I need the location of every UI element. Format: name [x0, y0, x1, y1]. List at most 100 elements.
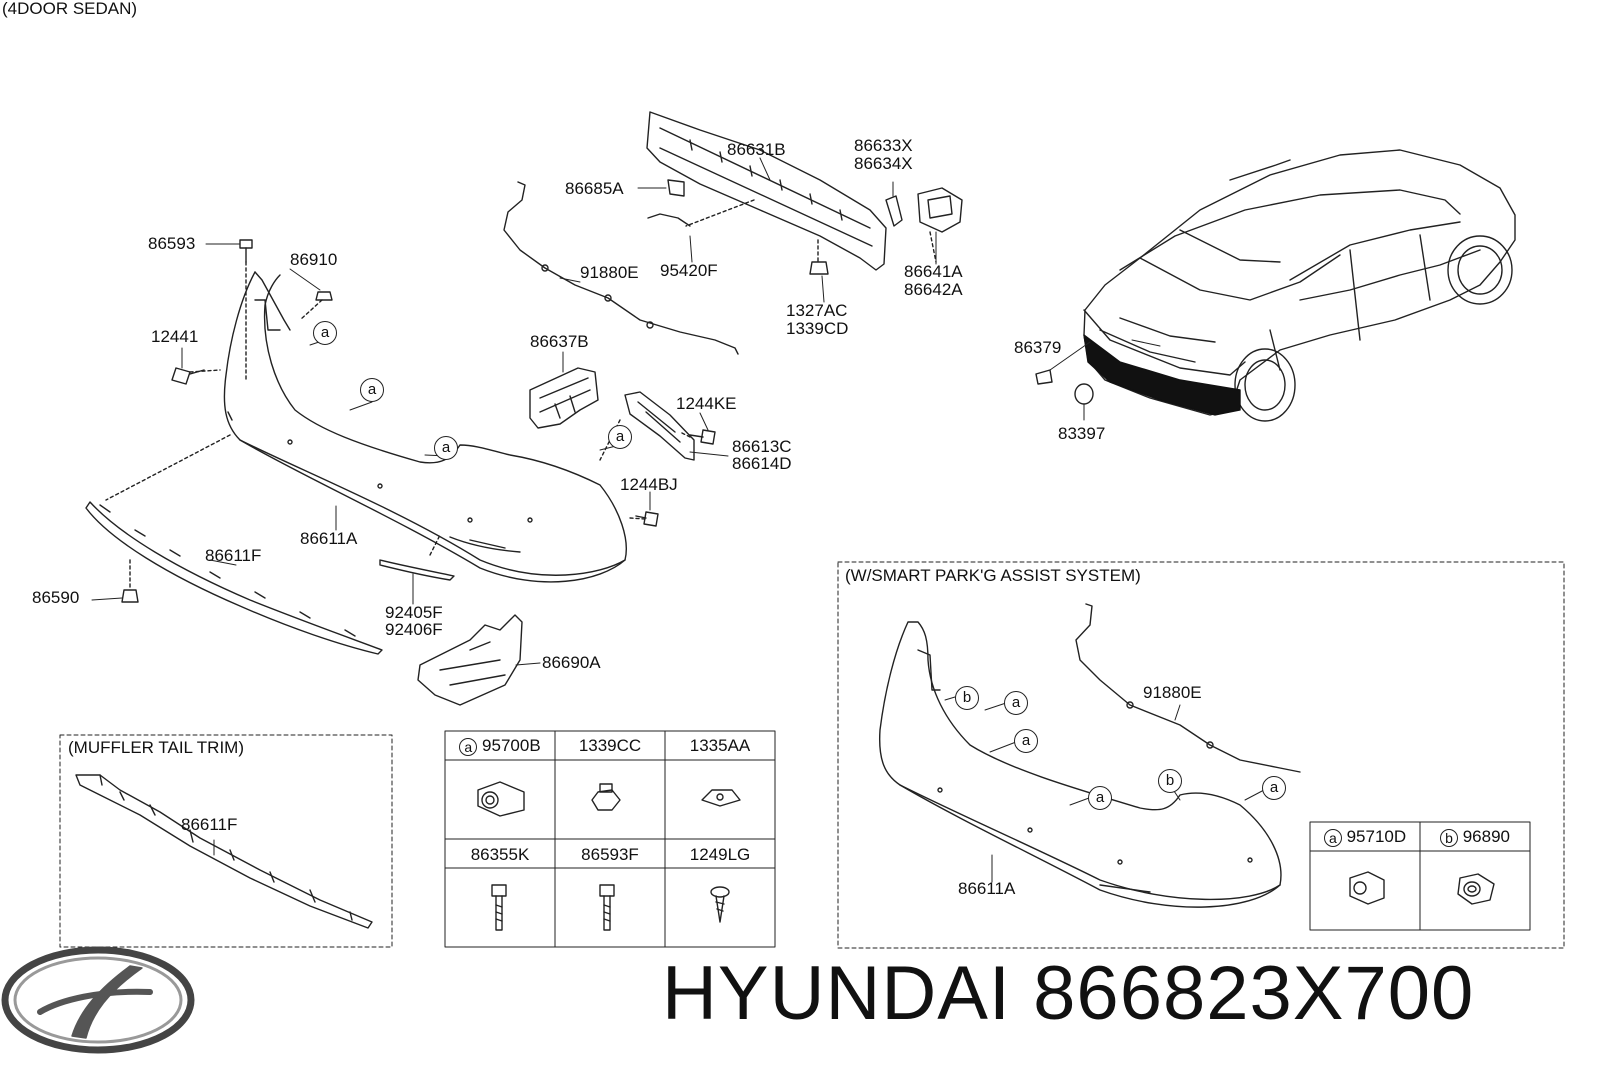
sensor-table-grid — [1309, 821, 1531, 931]
bolt-icon-86593F — [599, 884, 615, 931]
clip-86685A — [667, 179, 685, 197]
bumper-beam — [646, 111, 887, 271]
part-label-86685A: 86685A — [565, 179, 624, 198]
part-label-86593: 86593 — [148, 234, 196, 253]
part-label-86690A: 86690A — [542, 653, 601, 672]
callout-a: a — [1262, 776, 1286, 800]
muffler-section-frame — [59, 734, 393, 948]
bolt-86590 — [121, 589, 139, 603]
part-label-86631B: 86631B — [727, 140, 786, 159]
part-label-1339CD: 1339CD — [786, 319, 849, 338]
brand-part-number: HYUNDAI 866823X700 — [662, 951, 1475, 1036]
part-label-86634X: 86634X — [854, 154, 913, 173]
nut-icon-1339CC — [591, 783, 621, 811]
table-code: 95710D — [1346, 827, 1407, 846]
hyundai-logo — [1, 946, 195, 1054]
reflector-strip — [379, 559, 455, 581]
side-mount-86641A — [917, 187, 963, 233]
part-label-86642A: 86642A — [904, 280, 963, 299]
leader-86379 — [1049, 341, 1091, 371]
table-mark: a — [1323, 828, 1342, 847]
assembly-guide-lines — [105, 199, 937, 589]
part-label-12441: 12441 — [151, 327, 199, 346]
table-code: 1335AA — [689, 736, 751, 755]
leader-lines — [91, 157, 937, 666]
bracket-icon-96890 — [1457, 873, 1495, 905]
harness-connector — [604, 294, 612, 302]
nut-1327AC — [809, 261, 829, 275]
muffler-trim-strip — [75, 774, 373, 929]
part-label-86910: 86910 — [290, 250, 338, 269]
table-mark: b — [1439, 828, 1458, 847]
sensor-95420F — [647, 213, 691, 227]
smart-wire-harness — [1075, 603, 1301, 773]
sensor-icon-95700B — [477, 781, 525, 817]
sensor-table-cell: a 95710D — [1310, 828, 1420, 847]
table-code: 1339CC — [578, 736, 642, 755]
rear-bumper-cover — [223, 271, 627, 583]
variant-label: (4DOOR SEDAN) — [2, 0, 138, 18]
smart-harness-connector — [1126, 701, 1134, 709]
part-label-86637B: 86637B — [530, 332, 589, 351]
wire-harness — [503, 181, 739, 355]
sensor-table-cell: b 96890 — [1420, 828, 1530, 847]
part-label-86590: 86590 — [32, 588, 80, 607]
sensor-icon-95710D — [1349, 871, 1385, 905]
callout-a: a — [1004, 691, 1028, 715]
side-bracket — [624, 391, 695, 461]
plug-86379 — [1035, 369, 1053, 385]
parts-table-cell: 1335AA — [665, 737, 775, 755]
part-label-86611A: 86611A — [300, 529, 358, 548]
part-label-91880E: 91880E — [580, 263, 639, 282]
smart-harness-connector — [1206, 741, 1214, 749]
part-label-86614D: 86614D — [732, 454, 792, 473]
cap-83397 — [1074, 383, 1094, 405]
clip-icon-1335AA — [701, 789, 741, 807]
smart-section-frame — [837, 561, 1565, 949]
smart-bumper-cover — [878, 621, 1282, 908]
callout-a: a — [360, 378, 384, 402]
part-label-83397: 83397 — [1058, 424, 1106, 443]
part-label-92406F: 92406F — [385, 620, 443, 639]
part-label-86611F: 86611F — [205, 546, 262, 565]
fastener-86593 — [239, 239, 253, 263]
screw-icon-1249LG — [710, 886, 730, 923]
part-label-1244KE: 1244KE — [676, 394, 737, 413]
callout-b: b — [955, 686, 979, 710]
center-bracket — [529, 367, 599, 429]
small-bracket-86633X — [885, 195, 903, 227]
parts-table-cell: a 95700B — [445, 737, 555, 756]
part-label-95420F: 95420F — [660, 261, 718, 280]
harness-connector — [541, 264, 549, 272]
callout-b: b — [1158, 769, 1182, 793]
fastener-86910 — [315, 291, 333, 301]
bolt-1244BJ — [635, 511, 659, 527]
lower-trim-strip — [85, 501, 383, 655]
table-code: 96890 — [1462, 827, 1510, 846]
smart-bumper-label: 86611A — [958, 879, 1016, 898]
callout-a: a — [1014, 729, 1038, 753]
parts-table-cell: 1249LG — [665, 846, 775, 864]
parts-table-cell: 86355K — [445, 846, 555, 864]
part-label-1327AC: 1327AC — [786, 301, 848, 320]
parts-table-cell: 86593F — [555, 846, 665, 864]
part-label-86379: 86379 — [1014, 338, 1062, 357]
part-label-86633X: 86633X — [854, 136, 913, 155]
callout-a: a — [1088, 786, 1112, 810]
lower-under-shield — [417, 614, 523, 706]
callout-a: a — [608, 425, 632, 449]
bolt-icon-86355K — [491, 884, 507, 931]
parts-table-cell: 1339CC — [555, 737, 665, 755]
muffler-part-label: 86611F — [181, 815, 238, 834]
car-illustration — [1083, 149, 1516, 422]
bolt-12441 — [171, 367, 205, 385]
harness-connector — [646, 321, 654, 329]
part-label-86641A: 86641A — [904, 262, 963, 281]
parts-table-grid — [444, 730, 776, 948]
part-label-86613C: 86613C — [732, 437, 792, 456]
smart-section-title: (W/SMART PARK'G ASSIST SYSTEM) — [845, 566, 1141, 585]
muffler-section-title: (MUFFLER TAIL TRIM) — [68, 738, 244, 757]
table-mark: a — [459, 737, 478, 756]
